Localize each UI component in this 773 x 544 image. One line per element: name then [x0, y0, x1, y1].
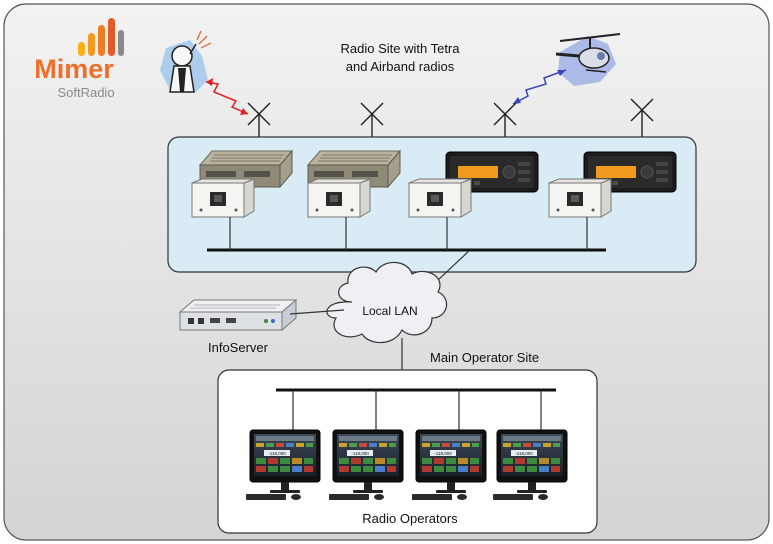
- logo-name: Mimer: [34, 54, 114, 84]
- mimer-logo: Mimer SoftRadio: [34, 18, 124, 100]
- operator-site-footer: Radio Operators: [362, 511, 458, 526]
- lan-label: Local LAN: [362, 304, 418, 318]
- radio-site-title-line2: and Airband radios: [345, 59, 455, 74]
- radio-interface-4: [548, 178, 612, 218]
- logo-subtitle: SoftRadio: [57, 85, 114, 100]
- operator-site-box: [217, 369, 598, 534]
- infoserver-device: [178, 298, 298, 332]
- radio-interface-2: [307, 178, 371, 218]
- monitor-frequency-1: -118,000: [268, 451, 286, 456]
- monitor-frequency-4: -118,000: [515, 451, 533, 456]
- radio-site-title: Radio Site with Tetra and Airband radios: [300, 40, 500, 76]
- monitor-frequency-3: -118,000: [434, 451, 452, 456]
- operator-site-title: Main Operator Site: [430, 350, 540, 365]
- handheld-user-icon: [160, 30, 212, 93]
- radio-link-blue: [512, 69, 567, 105]
- local-lan-cloud: [326, 261, 448, 344]
- infoserver-lan-link: [289, 309, 345, 315]
- radio-interface-1: [191, 178, 255, 218]
- helicopter-icon: [555, 33, 621, 86]
- radio-site-title-line1: Radio Site with Tetra: [340, 41, 460, 56]
- radio-interface-3: [408, 178, 472, 218]
- monitor-frequency-2: -118,000: [351, 451, 369, 456]
- radio-link-red: [205, 81, 249, 115]
- infoserver-label: InfoServer: [208, 340, 268, 355]
